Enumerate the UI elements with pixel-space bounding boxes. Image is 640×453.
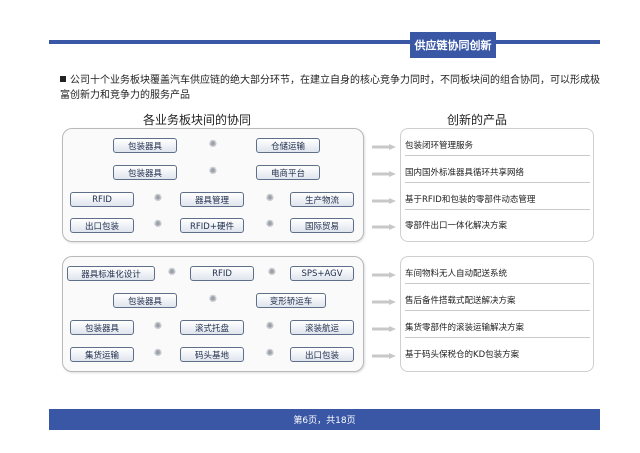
page-number: 第6页，共18页 (293, 416, 356, 426)
gear-icon: ✺ (153, 219, 163, 230)
g1-r4-c: 国际贸易 (290, 218, 354, 233)
g1-r2-b: 电商平台 (256, 165, 320, 180)
square-bullet-icon (60, 76, 66, 82)
product-panel-2 (400, 256, 594, 372)
footer-bar: 第6页，共18页 (49, 409, 600, 430)
intro-text: 公司十个业务板块覆盖汽车供应链的绝大部分环节，在建立自身的核心竞争力同时，不同板… (60, 75, 600, 101)
g2-product-1: 车间物料无人自动配送系统 (405, 265, 590, 284)
gear-icon: ✺ (208, 139, 218, 150)
left-section-title: 各业务板块间的协同 (143, 113, 252, 127)
g1-product-3: 基于RFID和包装的零部件动态管理 (405, 191, 590, 210)
gear-icon: ✺ (265, 348, 275, 359)
g2-product-2: 售后备件搭载式配送解决方案 (405, 292, 590, 311)
section-title: 供应链协同创新 (410, 32, 496, 58)
arrow-right-icon (372, 171, 396, 177)
g2-r4-b: 码头基地 (180, 347, 244, 362)
g1-r2-a: 包装器具 (113, 165, 177, 180)
gear-icon: ✺ (265, 219, 275, 230)
header-bar (49, 40, 600, 44)
intro-paragraph: 公司十个业务板块覆盖汽车供应链的绝大部分环节，在建立自身的核心竞争力同时，不同板… (60, 73, 600, 103)
gear-icon: ✺ (265, 193, 275, 204)
g2-r3-a: 包装器具 (70, 320, 134, 335)
g2-r4-c: 出口包装 (290, 347, 354, 362)
gear-icon: ✺ (208, 166, 218, 177)
g1-product-4: 零部件出口一体化解决方案 (405, 221, 508, 231)
g1-r4-a: 出口包装 (70, 218, 134, 233)
g2-product-3: 集货零部件的滚装运输解决方案 (405, 319, 590, 338)
gear-icon: ✺ (167, 267, 177, 278)
arrow-right-icon (372, 224, 396, 230)
arrow-right-icon (372, 272, 396, 278)
g2-product-4: 基于码头保税仓的KD包装方案 (405, 350, 520, 360)
arrow-right-icon (372, 326, 396, 332)
g1-product-1: 包装闭环管理服务 (405, 137, 590, 156)
gear-icon: ✺ (153, 193, 163, 204)
gear-icon: ✺ (153, 321, 163, 332)
g1-r3-b: 器具管理 (180, 192, 244, 207)
g1-r3-c: 生产物流 (290, 192, 354, 207)
g2-r4-a: 集货运输 (70, 347, 134, 362)
arrow-right-icon (372, 198, 396, 204)
g2-r2-b: 变形轿运车 (256, 293, 326, 308)
g2-r3-c: 滚装航运 (290, 320, 354, 335)
g1-r1-a: 包装器具 (113, 138, 177, 153)
g1-r1-b: 仓储运输 (256, 138, 320, 153)
g1-product-2: 国内国外标准器具循环共享网络 (405, 164, 590, 183)
g2-r1-c: SPS+AGV (290, 266, 354, 281)
g2-r2-a: 包装器具 (113, 293, 177, 308)
gear-icon: ✺ (267, 267, 277, 278)
right-section-title: 创新的产品 (447, 113, 508, 127)
g1-r3-a: RFID (70, 192, 134, 207)
product-panel-1 (400, 128, 594, 242)
g1-r4-b: RFID+硬件 (180, 218, 244, 233)
arrow-right-icon (372, 353, 396, 359)
g2-r1-a: 器具标准化设计 (67, 266, 155, 281)
gear-icon: ✺ (208, 294, 218, 305)
g2-r3-b: 滚式托盘 (180, 320, 244, 335)
arrow-right-icon (372, 144, 396, 150)
arrow-right-icon (372, 299, 396, 305)
g2-r1-b: RFID (190, 266, 254, 281)
gear-icon: ✺ (265, 321, 275, 332)
gear-icon: ✺ (153, 348, 163, 359)
